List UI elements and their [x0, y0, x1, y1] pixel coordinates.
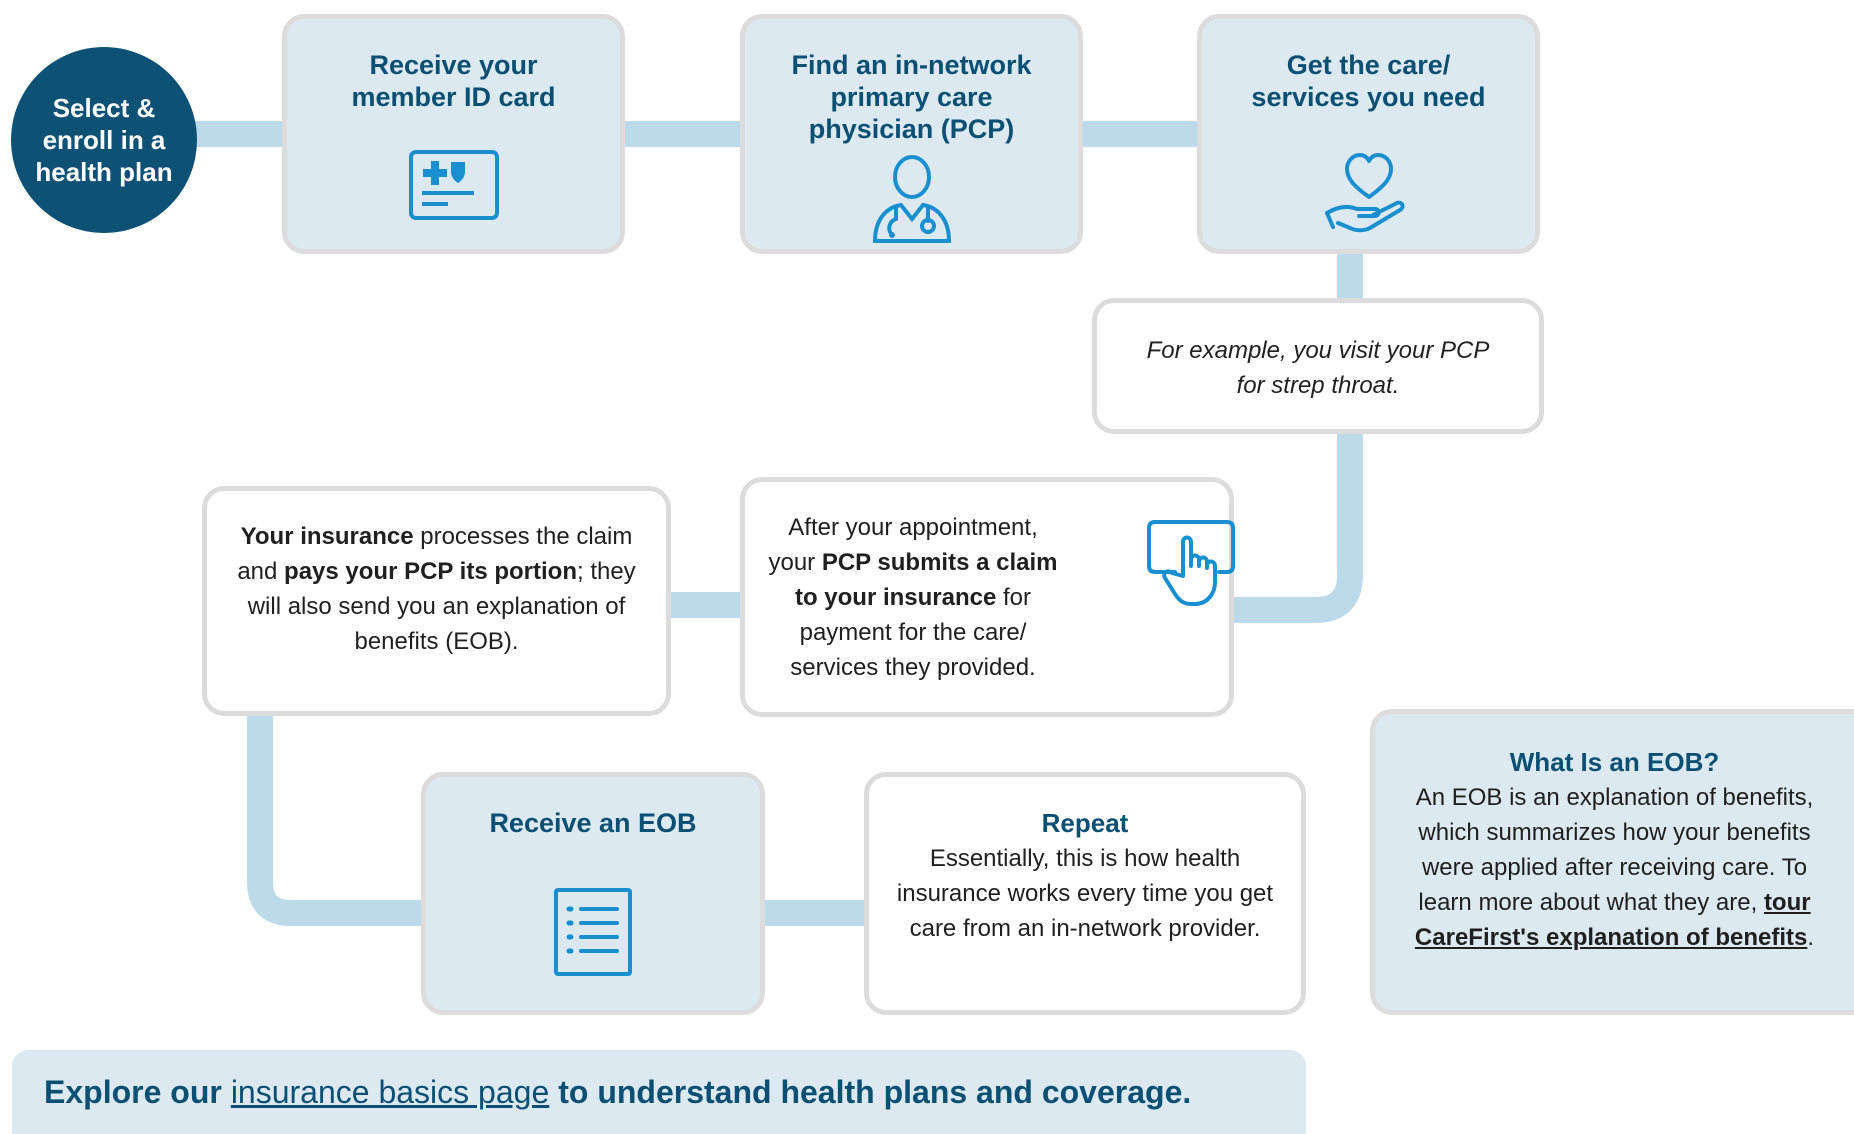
step-find-pcp: Find an in-network primary care physicia…: [740, 14, 1083, 254]
step-repeat: Repeat Essentially, this is how health i…: [864, 772, 1306, 1015]
repeat-title: Repeat: [1041, 808, 1129, 838]
step-title: Receive your member ID card: [351, 50, 556, 112]
example-box: For example, you visit your PCP for stre…: [1092, 298, 1544, 434]
eob-info-text: An EOB is an explanation of benefits, wh…: [1415, 784, 1814, 916]
eob-info-box: What Is an EOB? An EOB is an explanation…: [1370, 709, 1854, 1015]
insurance-basics-link[interactable]: insurance basics page: [230, 1073, 550, 1110]
step-title: Receive an EOB: [489, 808, 697, 838]
insurance-text: Your insurance processes the claim and p…: [237, 523, 636, 655]
step-title: Find an in-network primary care physicia…: [791, 50, 1032, 144]
repeat-text: Essentially, this is how health insuranc…: [896, 845, 1274, 942]
start-circle: Select & enroll in a health plan: [11, 47, 197, 233]
eob-info-content: What Is an EOB? An EOB is an explanation…: [1405, 744, 1824, 955]
eob-tour-link[interactable]: tour CareFirst's explanation of benefits: [1414, 889, 1811, 951]
tap-screen-icon: [1145, 518, 1239, 613]
heart-hand-icon: [1323, 149, 1415, 244]
banner-prefix: Explore our: [44, 1073, 222, 1110]
connector-example-to-claim: [1234, 434, 1363, 623]
step-get-care: Get the care/ services you need: [1197, 14, 1540, 254]
step-member-id-card: Receive your member ID card: [282, 14, 625, 254]
example-text: For example, you visit your PCP for stre…: [1146, 337, 1490, 399]
id-card-icon: [408, 149, 500, 226]
banner-suffix: to understand health plans and coverage.: [558, 1073, 1192, 1110]
claim-text-bold: PCP submits a claim to your insurance: [794, 549, 1058, 611]
step-insurance-pays: Your insurance processes the claim and p…: [202, 486, 671, 716]
step-receive-eob: Receive an EOB: [421, 772, 765, 1015]
step-submit-claim: After your appointment, your PCP submits…: [740, 477, 1235, 717]
claim-text: After your appointment, your PCP submits…: [768, 514, 1058, 681]
connector-insurance-to-eob: [247, 716, 421, 926]
document-list-icon: [553, 887, 633, 982]
eob-info-title: What Is an EOB?: [1509, 747, 1720, 777]
step-title: Get the care/ services you need: [1251, 50, 1486, 112]
repeat-content: Repeat Essentially, this is how health i…: [889, 805, 1281, 946]
start-label: Select & enroll in a health plan: [35, 93, 173, 187]
insurance-basics-banner: Explore our insurance basics page to und…: [12, 1050, 1306, 1134]
doctor-icon: [870, 155, 954, 250]
